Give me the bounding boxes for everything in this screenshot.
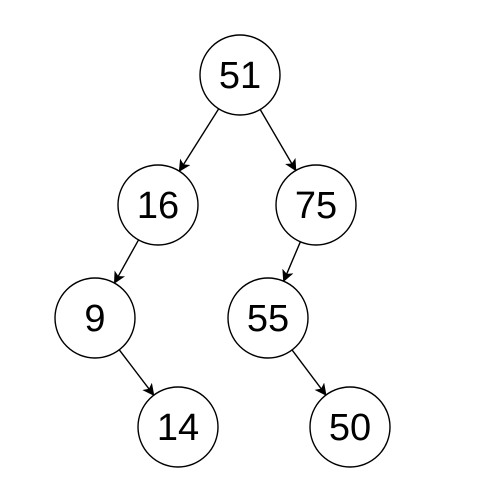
node-label: 50 — [329, 407, 371, 449]
node-label: 51 — [219, 55, 261, 97]
tree-node-14: 14 — [137, 386, 219, 468]
node-circle — [199, 34, 281, 116]
node-circle — [54, 277, 136, 359]
node-circle — [309, 386, 391, 468]
node-label: 14 — [157, 407, 199, 449]
node-label: 9 — [84, 298, 105, 340]
tree-node-9: 9 — [54, 277, 136, 359]
node-circle — [137, 386, 219, 468]
node-label: 75 — [295, 185, 337, 227]
edge-55-to-50 — [291, 349, 327, 396]
tree-node-16: 16 — [117, 164, 199, 246]
tree-node-50: 50 — [309, 386, 391, 468]
tree-node-75: 75 — [275, 164, 357, 246]
edge-16-to-9 — [113, 239, 140, 284]
node-circle — [117, 164, 199, 246]
node-circle — [275, 164, 357, 246]
nodes-layer: 51 16 75 9 55 14 50 — [54, 34, 391, 468]
node-label: 16 — [137, 185, 179, 227]
edges-layer — [113, 108, 327, 396]
node-label: 55 — [247, 298, 289, 340]
edge-9-to-14 — [118, 349, 155, 396]
edge-51-to-16 — [178, 108, 220, 173]
tree-node-51: 51 — [199, 34, 281, 116]
node-circle — [227, 277, 309, 359]
tree-node-55: 55 — [227, 277, 309, 359]
edge-51-to-75 — [259, 109, 297, 172]
edge-75-to-55 — [282, 241, 302, 283]
